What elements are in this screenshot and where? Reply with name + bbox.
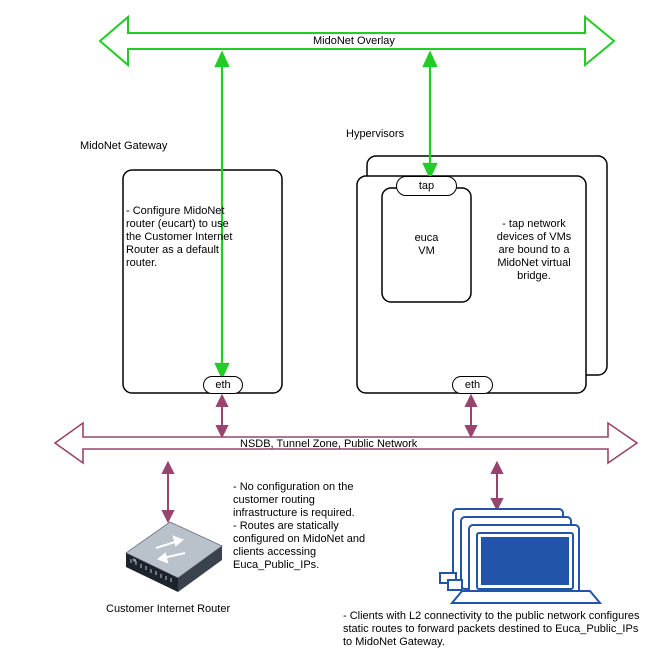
gateway-box <box>122 169 283 394</box>
overlay-arrow <box>98 14 616 68</box>
gateway-title: MidoNet Gateway <box>80 140 168 152</box>
hypervisors-note: - tap network devices of VMs are bound t… <box>496 218 572 282</box>
hypervisor-eth-pill: eth <box>452 376 493 394</box>
laptop-screen <box>481 537 569 585</box>
router-icon <box>125 521 223 592</box>
router-network-link <box>161 460 175 524</box>
router-label: Customer Internet Router <box>106 603 231 615</box>
gateway-network-link <box>215 393 229 439</box>
network-arrow <box>53 421 639 465</box>
gateway-eth-pill: eth <box>203 376 243 394</box>
network-label: NSDB, Tunnel Zone, Public Network <box>240 438 418 450</box>
gateway-overlay-link <box>214 50 230 380</box>
tap-pill: tap <box>396 176 457 196</box>
hypervisor-network-link <box>464 393 478 439</box>
tap-overlay-link <box>422 50 438 180</box>
clients-note: - Clients with L2 connectivity to the pu… <box>343 610 640 648</box>
router-note: - No configuration on the customer routi… <box>233 481 366 571</box>
euca-vm-label: euca VM <box>414 232 439 257</box>
gateway-note: - Configure MidoNet router (eucart) to u… <box>126 205 233 269</box>
hypervisors-title: Hypervisors <box>346 128 405 140</box>
clients-network-link <box>490 460 504 512</box>
overlay-label: MidoNet Overlay <box>313 35 395 47</box>
